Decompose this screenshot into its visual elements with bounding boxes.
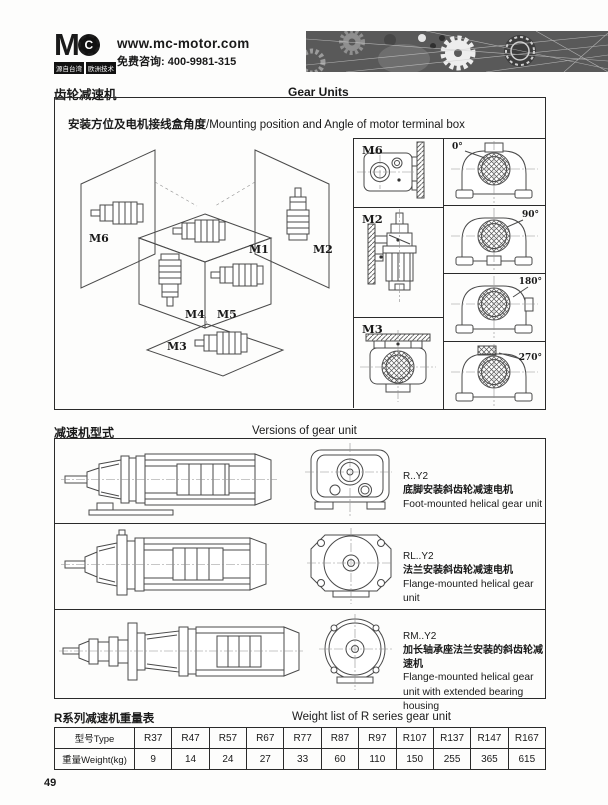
cell-m6: M6 — [354, 139, 444, 208]
type-cell: R77 — [283, 727, 322, 749]
weight-cell: 615 — [507, 748, 547, 770]
cell-m3: M3 — [354, 318, 444, 409]
section-title-cn: 齿轮减速机 — [54, 88, 117, 102]
type-cell: R87 — [320, 727, 360, 749]
terminal-box-270-drawing — [451, 344, 538, 406]
m3-ceiling-mount-drawing — [360, 330, 436, 402]
angle-label-0: 0° — [452, 142, 463, 152]
weight-header-cell: 重量Weight(kg) — [54, 748, 135, 770]
iso-label-m5: M5 — [217, 308, 237, 321]
type-cell: R97 — [358, 727, 397, 749]
cell-m2: M2 — [354, 208, 444, 318]
type-cell: R147 — [470, 727, 509, 749]
iso-mounting-diagram — [80, 149, 330, 377]
extended-bearing-drawing — [59, 614, 392, 690]
type-cell: R57 — [208, 727, 248, 749]
weight-cell: 9 — [133, 748, 173, 770]
iso-label-m1: M1 — [249, 243, 269, 256]
header-contact: www.mc-motor.com 免费咨询: 400-9981-315 — [117, 36, 250, 69]
iso-label-m3: M3 — [167, 340, 187, 353]
version-row-flange-mounted: RL..Y2 法兰安装斜齿轮减速电机 Flange-mounted helica… — [55, 524, 545, 610]
angle-label-180: 180° — [518, 277, 542, 287]
angle-label-90: 90° — [521, 210, 539, 220]
weight-cell: 33 — [283, 748, 322, 770]
gear-logo-icon: C — [77, 34, 100, 56]
versions-section: R..Y2 底脚安装斜齿轮减速电机 Foot-mounted helical g… — [54, 438, 546, 712]
mounting-position-section: 安装方位及电机接线盒角度/Mounting position and Angle… — [54, 97, 546, 410]
weight-cell: 255 — [432, 748, 472, 770]
weight-cell: 110 — [358, 748, 397, 770]
terminal-box-180-drawing — [451, 276, 538, 338]
hotline-number: 免费咨询: 400-9981-315 — [117, 56, 237, 68]
type-cell: R67 — [246, 727, 285, 749]
versions-title-cn: 减速机型式 — [54, 426, 115, 440]
iso-label-m2: M2 — [313, 243, 333, 256]
version-row-extended-bearing: RM..Y2 加长轴承座法兰安装的斜齿轮减速机 Flange-mounted h… — [55, 610, 545, 712]
type-cell: R37 — [133, 727, 173, 749]
weight-table-weight-row: 重量Weight(kg) 9 14 24 27 33 60 110 150 25… — [54, 748, 547, 770]
weight-cell: 14 — [171, 748, 210, 770]
mounting-title: 安装方位及电机接线盒角度/Mounting position and Angle… — [68, 119, 465, 131]
type-header-cell: 型号Type — [54, 727, 135, 749]
weight-cell: 24 — [208, 748, 248, 770]
weight-cell: 150 — [395, 748, 434, 770]
brand-logo: M C 源自台湾 欧洲技术 — [54, 27, 116, 74]
page-number: 49 — [44, 777, 57, 789]
mounting-detail-grid: M6 M2 — [353, 138, 545, 409]
cell-angle-270: 270° — [444, 342, 545, 409]
type-cell: R47 — [171, 727, 210, 749]
extended-bearing-description: RM..Y2 加长轴承座法兰安装的斜齿轮减速机 Flange-mounted h… — [403, 631, 543, 712]
m6-wall-mount-drawing — [357, 141, 425, 199]
weight-title-cn: R系列减速机重量表 — [54, 713, 155, 725]
cell-angle-0: 0° — [444, 139, 545, 206]
foot-mounted-description: R..Y2 底脚安装斜齿轮减速电机 Foot-mounted helical g… — [403, 471, 543, 510]
section-title-en: Gear Units — [288, 85, 349, 99]
logo-tagline: 源自台湾 欧洲技术 — [54, 62, 116, 74]
weight-cell: 60 — [320, 748, 360, 770]
type-cell: R107 — [395, 727, 434, 749]
type-cell: R137 — [432, 727, 472, 749]
flange-mounted-description: RL..Y2 法兰安装斜齿轮减速电机 Flange-mounted helica… — [403, 551, 534, 604]
weight-table-type-row: 型号Type R37 R47 R57 R67 R77 R87 R97 R107 … — [54, 727, 547, 749]
versions-title-en: Versions of gear unit — [252, 425, 357, 437]
website-url: www.mc-motor.com — [117, 36, 250, 51]
m2-wall-mount-drawing — [367, 209, 417, 302]
weight-cell: 27 — [246, 748, 285, 770]
foot-mounted-drawing — [61, 443, 392, 518]
logo-letter-c: C — [84, 38, 94, 52]
weight-table: 型号Type R37 R47 R57 R67 R77 R87 R97 R107 … — [54, 727, 547, 770]
decorative-gear-banner — [306, 31, 608, 72]
version-row-foot-mounted: R..Y2 底脚安装斜齿轮减速电机 Foot-mounted helical g… — [55, 439, 545, 524]
angle-label-270: 270° — [518, 353, 542, 363]
iso-label-m6: M6 — [89, 232, 109, 245]
weight-title-en: Weight list of R series gear unit — [292, 711, 451, 723]
iso-label-m4: M4 — [185, 308, 205, 321]
flange-mounted-drawing — [61, 528, 392, 604]
cell-angle-180: 180° — [444, 274, 545, 342]
type-cell: R167 — [507, 727, 547, 749]
logo-letter-m: M — [54, 27, 80, 62]
cell-angle-90: 90° — [444, 206, 545, 274]
weight-cell: 365 — [470, 748, 509, 770]
terminal-box-90-drawing — [451, 208, 538, 270]
terminal-box-0-drawing — [451, 141, 538, 203]
